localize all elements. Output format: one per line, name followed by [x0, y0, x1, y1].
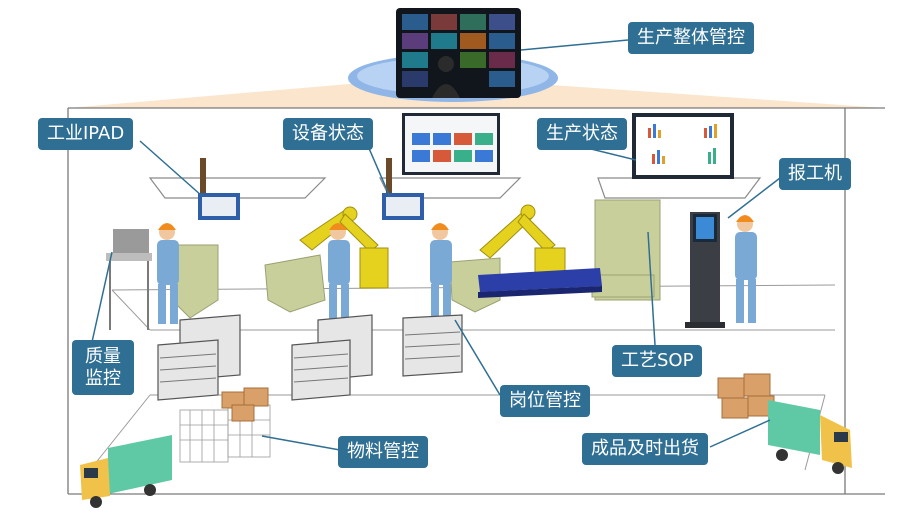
material-cages — [179, 387, 271, 463]
finished-goods-shipping-label: 成品及时出货 — [582, 433, 708, 465]
callout-lines — [91, 39, 781, 451]
robot-arms — [299, 204, 566, 289]
industrial-ipad-label: 工业IPAD — [38, 118, 134, 150]
ceiling-rails — [148, 177, 762, 199]
delivery-truck-right — [768, 400, 852, 474]
production-status-label: 生产状态 — [537, 118, 627, 150]
control-room-screen — [396, 8, 521, 98]
workstation-machines — [171, 199, 661, 319]
ipad-device-2 — [382, 158, 424, 220]
material-control-label: 物料管控 — [338, 436, 428, 468]
material-carts — [157, 314, 463, 401]
process-sop-label: 工艺SOP — [612, 345, 703, 377]
equipment-status-display — [402, 113, 500, 175]
delivery-truck-left — [80, 435, 172, 508]
workstation-control-label: 岗位管控 — [500, 385, 590, 417]
reporting-kiosk — [685, 212, 725, 328]
equipment-status-label: 设备状态 — [283, 118, 373, 150]
quality-monitoring-line1: 质量 — [85, 346, 121, 367]
production-status-display — [632, 113, 734, 179]
workers — [157, 215, 757, 324]
reporting-machine-label: 报工机 — [779, 158, 851, 190]
quality-inspection-station — [106, 229, 152, 330]
quality-monitoring-line2: 监控 — [85, 367, 121, 389]
conveyor-belt — [478, 268, 602, 298]
quality-monitoring-label: 质量 监控 — [72, 340, 134, 396]
finished-goods-boxes — [717, 373, 775, 419]
industrial-ipad-device — [198, 158, 240, 220]
production-overall-control-label: 生产整体管控 — [628, 22, 754, 54]
